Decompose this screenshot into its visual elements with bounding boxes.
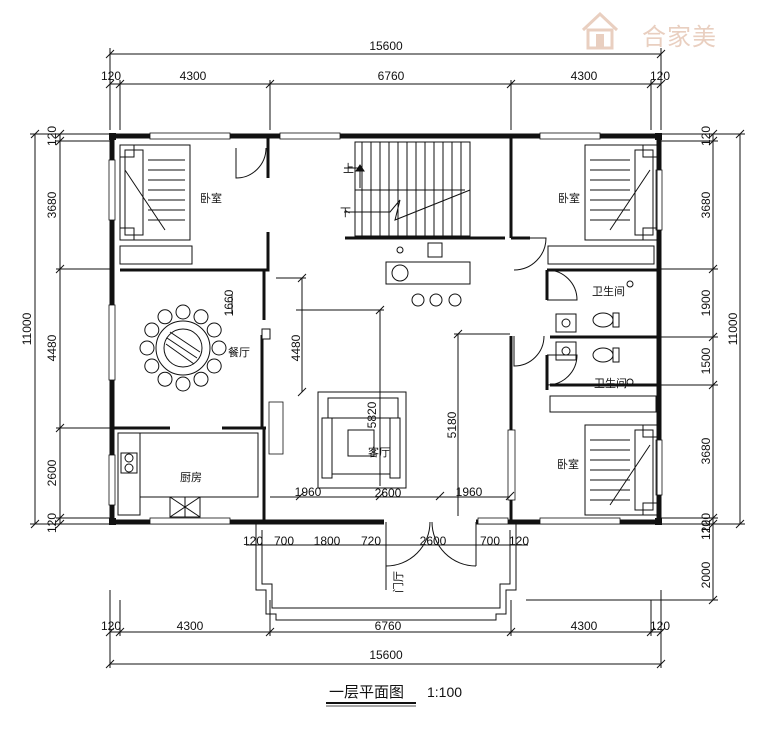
dining-chair-icon [175, 304, 191, 320]
room-foyer: 门厅 [391, 571, 405, 593]
dining-chair-icon [157, 309, 173, 325]
bed-ne-icon [547, 144, 658, 265]
dining-chair-icon [193, 309, 209, 325]
bed-nw-icon [119, 144, 193, 265]
dining-chair-icon [193, 371, 209, 387]
dim-interior-2600: 2600 [375, 486, 402, 500]
dim-bottom-seg-5: 120 [650, 619, 670, 633]
dim-bottom-total: 15600 [369, 648, 403, 662]
dim-bottom-seg-4: 4300 [571, 619, 598, 633]
room-dining: 餐厅 [228, 345, 250, 359]
dim-top-seg-4: 4300 [571, 69, 598, 83]
watermark-logo-icon [581, 11, 619, 50]
drawing-scale: 1:100 [427, 684, 462, 700]
room-living: 客厅 [368, 445, 390, 459]
dim-bottom-seg-3: 6760 [375, 619, 402, 633]
dim-right-porch-1: 120 [699, 520, 713, 540]
dining-chair-icon [206, 358, 222, 374]
dim-bottom-inner-6: 700 [480, 534, 500, 548]
dim-right-seg-1: 120 [699, 126, 713, 146]
dim-interior-5820: 5820 [365, 401, 379, 428]
drawing-title: 一层平面图 [329, 683, 404, 701]
exterior-windows [108, 132, 663, 525]
dim-interior-4480: 4480 [289, 334, 303, 361]
dining-table-icon [139, 304, 227, 392]
dim-right-porch-2: 2000 [699, 561, 713, 588]
dining-chair-icon [157, 371, 173, 387]
interior-window-strips [268, 401, 516, 501]
dining-chair-icon [175, 376, 191, 392]
dim-right-seg-6: 120 [699, 513, 713, 533]
dim-left-seg-2: 3680 [45, 191, 59, 218]
dim-interior-1960-left: 1960 [295, 485, 322, 499]
dim-bottom-inner-4: 720 [361, 534, 381, 548]
dim-bottom-inner-1: 120 [243, 534, 263, 548]
room-bedroom-se: 卧室 [557, 457, 579, 471]
room-bedroom-ne: 卧室 [558, 191, 580, 205]
dim-left-seg-3: 4480 [45, 334, 59, 361]
dim-top-seg-2: 4300 [180, 69, 207, 83]
watermark-brand: 合家美 [642, 23, 717, 51]
sofa-set-icon [317, 391, 407, 489]
dining-chair-icon [144, 358, 160, 374]
kitchen-counter-icon [117, 432, 259, 518]
dim-interior-1660: 1660 [222, 289, 236, 316]
dim-bottom-inner-2: 700 [274, 534, 294, 548]
room-kitchen: 厨房 [180, 471, 202, 484]
bottom-dimension-lines [105, 544, 666, 669]
interior-walls [112, 136, 659, 522]
door-swings [235, 147, 578, 567]
room-bedroom-nw: 卧室 [200, 191, 222, 205]
dim-bottom-inner-3: 1800 [314, 534, 341, 548]
dim-left-seg-4: 2600 [45, 459, 59, 486]
dining-chair-icon [144, 322, 160, 338]
bed-se-icon [549, 395, 658, 516]
dining-chair-icon [206, 322, 222, 338]
dim-left-total: 11000 [20, 312, 34, 345]
dim-interior-1960-right: 1960 [456, 485, 483, 499]
dim-right-seg-5: 3680 [699, 437, 713, 464]
dining-chair-icon [211, 340, 227, 356]
dim-bottom-inner-7: 120 [509, 534, 529, 548]
dim-right-seg-2: 3680 [699, 191, 713, 218]
dim-bottom-seg-1: 120 [101, 619, 121, 633]
room-bath-2: 卫生间 [594, 376, 627, 390]
dim-top-total: 15600 [369, 39, 403, 53]
dim-bottom-seg-2: 4300 [177, 619, 204, 633]
dim-left-seg-1: 120 [45, 126, 59, 146]
top-dimension-lines [105, 48, 666, 130]
dim-right-total: 11000 [726, 312, 740, 345]
dim-top-seg-1: 120 [101, 69, 121, 83]
dim-interior-5180: 5180 [445, 411, 459, 438]
staircase [344, 141, 471, 237]
left-dimension-lines [30, 129, 110, 529]
stair-up-label: 上 [343, 162, 354, 175]
bathroom-fixtures-icon [555, 280, 634, 386]
stair-down-label: 下 [340, 206, 351, 219]
dining-chair-icon [139, 340, 155, 356]
dim-right-seg-4: 1500 [699, 347, 713, 374]
dim-top-seg-5: 120 [650, 69, 670, 83]
column-marker [261, 328, 271, 340]
living-dimension-lines [231, 273, 515, 516]
tv-cabinet-icon [385, 242, 471, 307]
dim-bottom-inner-5: 2600 [420, 534, 447, 548]
dim-right-seg-3: 1900 [699, 289, 713, 316]
right-dimension-lines [526, 129, 745, 605]
dim-top-seg-3: 6760 [378, 69, 405, 83]
dim-left-seg-5: 120 [45, 513, 59, 533]
room-bath-1: 卫生间 [592, 284, 625, 298]
